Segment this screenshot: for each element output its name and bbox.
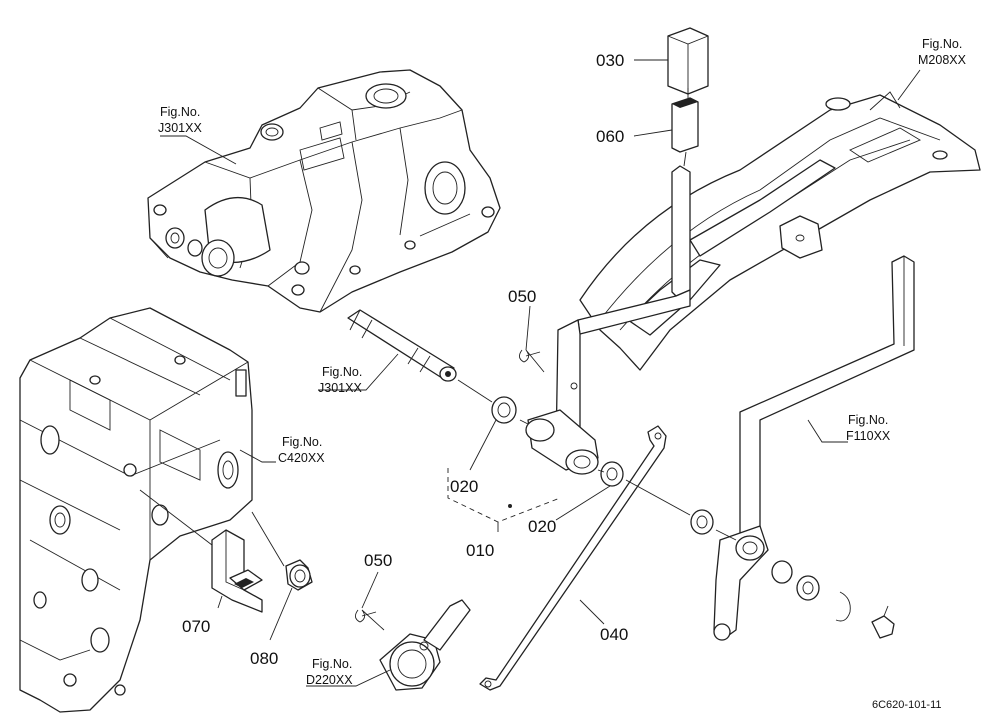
- label-010: 010: [466, 541, 494, 560]
- ref-f110-line2: F110XX: [846, 429, 891, 443]
- ref-m208-line1: Fig.No.: [922, 37, 962, 51]
- label-020-b: 020: [528, 517, 556, 536]
- label-080: 080: [250, 649, 278, 668]
- snap-pin-050-a: [519, 349, 545, 373]
- ref-c420-line1: Fig.No.: [282, 435, 322, 449]
- draft-lever: [690, 255, 915, 641]
- hydraulic-housing: [147, 69, 501, 313]
- label-040: 040: [600, 625, 628, 644]
- drawing-code: 6C620-101-11: [872, 699, 942, 711]
- figure-references: Fig.No. J301XX Fig.No. J301XX Fig.No. M2…: [158, 37, 967, 687]
- ref-d220-line2: D220XX: [306, 673, 353, 687]
- ref-d220-line1: Fig.No.: [312, 657, 352, 671]
- label-050-a: 050: [508, 287, 536, 306]
- ref-j301-mid-line1: Fig.No.: [322, 365, 362, 379]
- snap-pin-050-b: [355, 609, 385, 631]
- ref-j301-mid-line2: J301XX: [318, 381, 362, 395]
- ref-j301-top-line1: Fig.No.: [160, 105, 200, 119]
- grip-030: [667, 27, 709, 95]
- position-lever: [525, 165, 691, 475]
- label-020-a: 020: [450, 477, 478, 496]
- bushing-020-b: [600, 461, 624, 487]
- label-060: 060: [596, 127, 624, 146]
- ref-f110-line1: Fig.No.: [848, 413, 888, 427]
- rod-040: [479, 425, 667, 691]
- ref-j301-top-line2: J301XX: [158, 121, 202, 135]
- part-labels: 030 060 050 020 020 010 050 040 070 080: [182, 51, 628, 668]
- ref-c420-line2: C420XX: [278, 451, 325, 465]
- lift-arm: [379, 599, 471, 691]
- leader-lines: [160, 59, 921, 687]
- plug-080: [285, 559, 313, 591]
- label-050-b: 050: [364, 551, 392, 570]
- bushing-020-a: [491, 396, 517, 424]
- center-lines: [139, 88, 737, 567]
- lift-shaft: [347, 309, 457, 382]
- assembly-bracket-010: [447, 468, 561, 532]
- cover-060: [671, 97, 699, 153]
- label-030: 030: [596, 51, 624, 70]
- label-070: 070: [182, 617, 210, 636]
- transmission-case: [19, 307, 253, 713]
- fender: [579, 91, 981, 371]
- ref-m208-line2: M208XX: [918, 53, 967, 67]
- bracket-070: [211, 529, 263, 613]
